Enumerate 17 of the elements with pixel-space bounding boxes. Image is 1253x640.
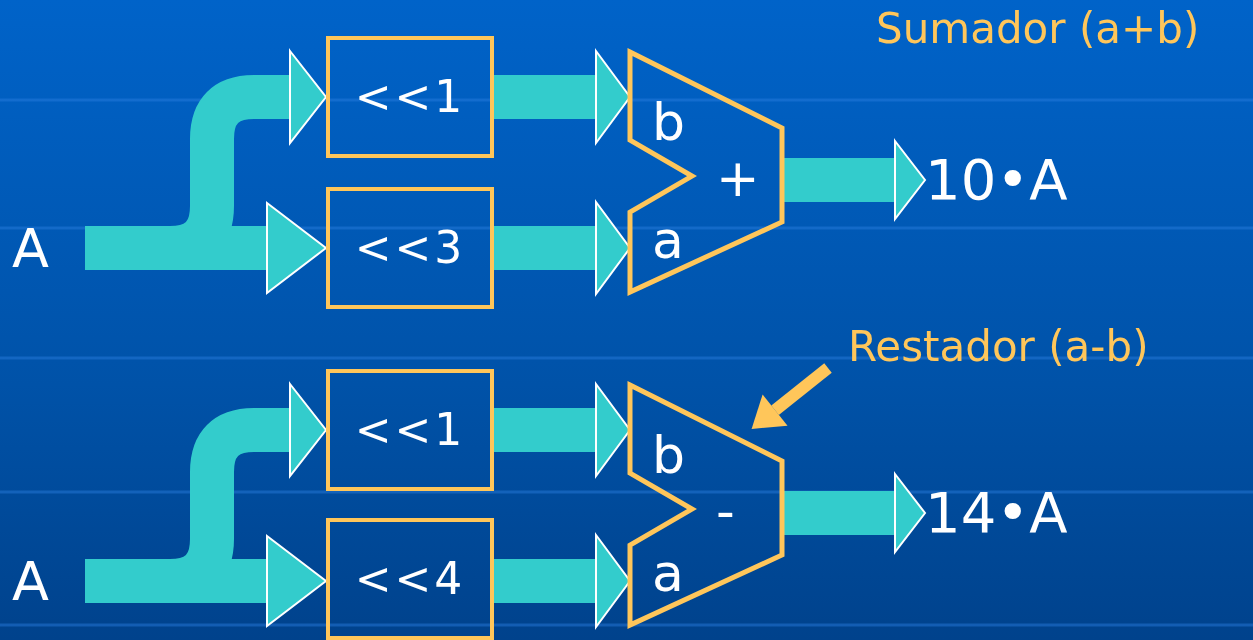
shift-box: <<1 xyxy=(326,36,494,158)
callout-text: Restador (a-b) xyxy=(848,326,1149,368)
block-arrow xyxy=(782,140,926,220)
block-title: Sumador (a+b) xyxy=(876,8,1200,50)
signal-label: A xyxy=(12,555,49,609)
signal-label: A xyxy=(12,222,49,276)
shift-box: <<1 xyxy=(326,369,494,491)
block-arrow xyxy=(782,473,926,553)
result-label: 14•A xyxy=(925,485,1068,541)
leader-arrow xyxy=(751,363,832,429)
block-arrow xyxy=(494,534,631,628)
block-arrow xyxy=(494,50,631,144)
shift-box: <<3 xyxy=(326,187,494,309)
block-arrow xyxy=(494,383,631,477)
result-label: 10•A xyxy=(925,152,1068,208)
shift-box: <<4 xyxy=(326,518,494,640)
block-arrow xyxy=(494,201,631,295)
